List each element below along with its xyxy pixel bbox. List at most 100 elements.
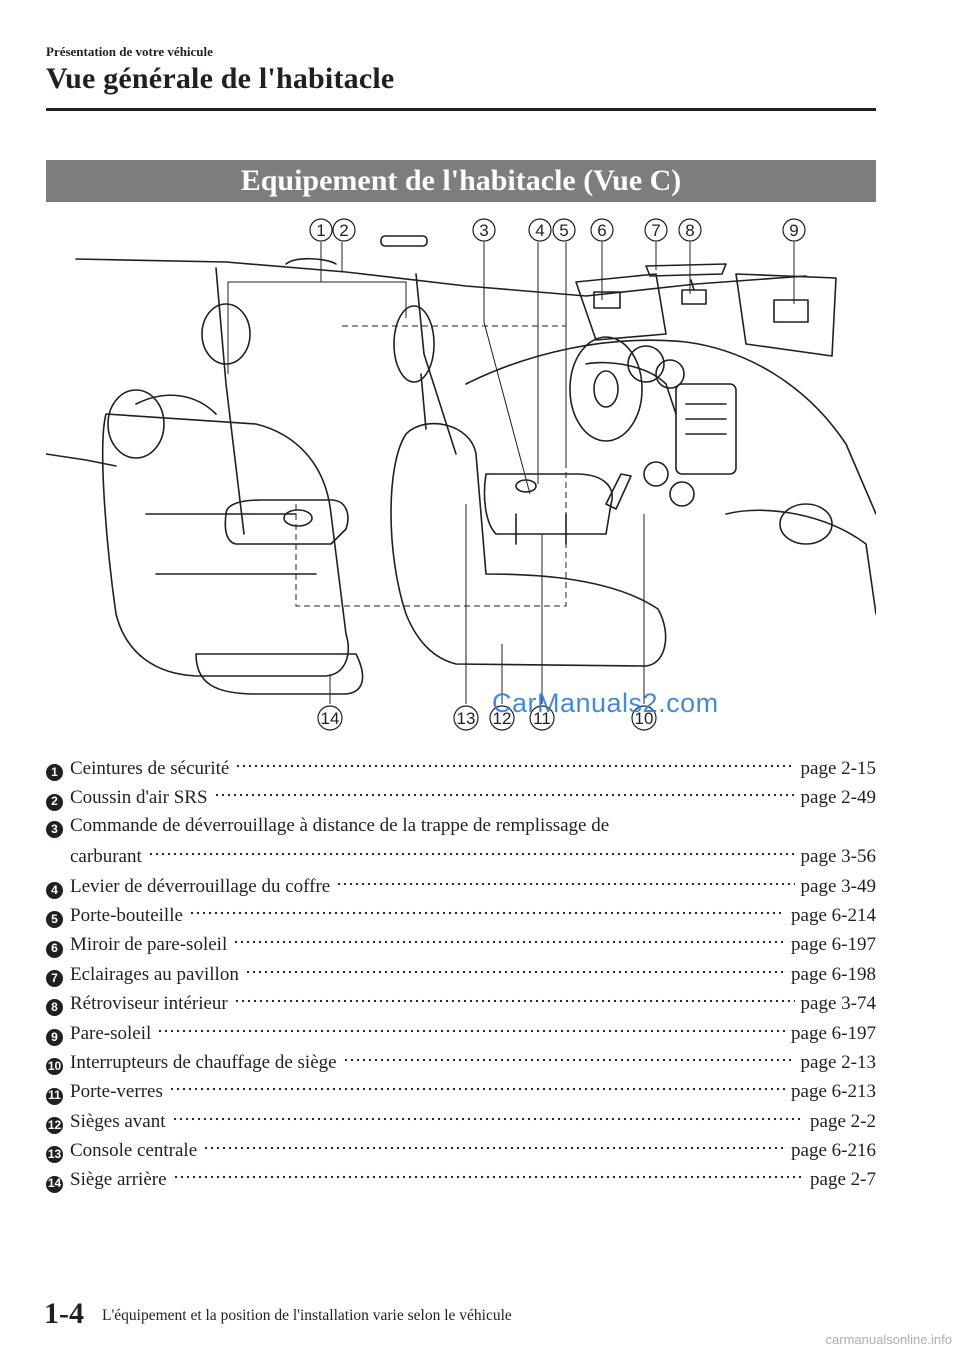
dot-leader xyxy=(168,1075,786,1098)
item-page: page 6-197 xyxy=(791,1022,876,1044)
item-number: 5 xyxy=(46,911,63,929)
list-item: 11 Porte-verres page 6-213 xyxy=(46,1075,876,1105)
callout-5: 5 xyxy=(552,218,576,242)
front-seat xyxy=(390,422,667,667)
sunvisor-left xyxy=(575,273,667,341)
dot-leader xyxy=(235,752,795,774)
callout-11: 11 xyxy=(529,705,555,731)
item-page: page 2-13 xyxy=(800,1051,876,1073)
item-number: 14 xyxy=(46,1175,63,1193)
list-item: 1 Ceintures de sécurité page 2-15 xyxy=(46,752,876,782)
item-number: 1 xyxy=(46,764,63,782)
item-label: Pare-soleil xyxy=(70,1022,152,1044)
svg-text:10: 10 xyxy=(635,709,654,728)
title-rule xyxy=(46,108,876,111)
dot-leader xyxy=(233,928,786,951)
item-label: Porte-bouteille xyxy=(70,904,183,926)
callout-8: 8 xyxy=(678,218,702,242)
item-page: page 2-49 xyxy=(800,787,876,809)
cabin-illustration: 1 2 3 4 5 6 7 8 9 14 13 12 11 10 xyxy=(46,218,876,731)
item-number: 2 xyxy=(46,793,63,811)
item-page: page 3-56 xyxy=(800,846,876,868)
item-page: page 6-198 xyxy=(791,963,876,985)
item-label: Levier de déverrouillage du coffre xyxy=(70,875,331,897)
item-label: Miroir de pare-soleil xyxy=(70,934,228,956)
footer-note: L'équipement et la position de l'install… xyxy=(102,1307,512,1324)
item-page: page 2-7 xyxy=(810,1169,876,1191)
item-number: 6 xyxy=(46,940,63,958)
dot-leader xyxy=(157,1016,786,1039)
callout-2: 2 xyxy=(332,218,356,242)
item-label: Porte-verres xyxy=(70,1081,163,1103)
list-item: 14 Siège arrière page 2-7 xyxy=(46,1163,876,1193)
callout-6: 6 xyxy=(590,218,614,242)
item-label: Siège arrière xyxy=(70,1169,167,1191)
rear-seat-back xyxy=(101,413,350,677)
item-label: Sièges avant xyxy=(70,1110,166,1132)
callout-13: 13 xyxy=(453,705,479,731)
item-number: 10 xyxy=(46,1058,63,1076)
page-title: Vue générale de l'habitacle xyxy=(46,62,395,95)
svg-text:9: 9 xyxy=(789,221,798,240)
callout-12: 12 xyxy=(489,705,515,731)
item-page: page 6-214 xyxy=(791,904,876,926)
list-item: 8 Rétroviseur intérieur page 3-74 xyxy=(46,987,876,1017)
dot-leader xyxy=(336,869,795,892)
steering-wheel xyxy=(569,336,643,442)
rearview-mirror xyxy=(681,289,707,305)
svg-text:12: 12 xyxy=(493,709,512,728)
item-number: 3 xyxy=(46,820,63,838)
section-header: Présentation de votre véhicule xyxy=(46,44,213,59)
footer-watermark: carmanualsonline.info xyxy=(825,1332,952,1347)
svg-text:14: 14 xyxy=(321,709,340,728)
page-number: 1-4 xyxy=(44,1297,84,1330)
callout-4: 4 xyxy=(528,218,552,242)
sunvisor-right xyxy=(735,273,837,357)
svg-text:7: 7 xyxy=(651,221,660,240)
callout-10: 10 xyxy=(631,705,657,731)
callouts-bottom: 14 13 12 11 10 xyxy=(317,705,657,731)
center-console xyxy=(483,473,613,535)
list-item: 4 Levier de déverrouillage du coffre page … xyxy=(46,869,876,899)
item-page: page 6-216 xyxy=(791,1140,876,1162)
dot-leader xyxy=(203,1134,786,1157)
callout-7: 7 xyxy=(644,218,668,242)
dashboard xyxy=(465,339,876,515)
list-item: 3 Commande de déverrouillage à distance d… xyxy=(46,811,876,840)
item-label: Commande de déverrouillage à distance de… xyxy=(70,814,610,836)
item-label: Interrupteurs de chauffage de siège xyxy=(70,1051,337,1073)
item-number: 8 xyxy=(46,999,63,1017)
svg-text:2: 2 xyxy=(339,221,348,240)
dot-leader xyxy=(233,987,795,1010)
item-page: page 3-49 xyxy=(800,875,876,897)
svg-text:11: 11 xyxy=(533,709,551,728)
item-label: Rétroviseur intérieur xyxy=(70,993,228,1015)
item-page: page 2-2 xyxy=(810,1110,876,1132)
item-number: 11 xyxy=(46,1087,63,1105)
rear-seat-cushion xyxy=(195,653,364,695)
dot-leader xyxy=(213,781,795,804)
item-page: page 2-15 xyxy=(800,758,876,779)
item-number: 4 xyxy=(46,881,63,899)
list-item: 10 Interrupteurs de chauffage de siège pag… xyxy=(46,1045,876,1076)
callout-14: 14 xyxy=(317,705,343,731)
item-label: carburant xyxy=(70,846,142,868)
list-item: 5 Porte-bouteille page 6-214 xyxy=(46,898,876,929)
list-item-continuation: carburant page 3-56 xyxy=(46,840,876,869)
svg-text:1: 1 xyxy=(316,221,325,240)
item-page: page 6-213 xyxy=(791,1081,876,1103)
callout-3: 3 xyxy=(472,218,496,242)
item-label: Ceintures de sécurité xyxy=(70,758,230,779)
item-number: 13 xyxy=(46,1146,63,1164)
item-page: page 3-74 xyxy=(800,993,876,1015)
dot-leader xyxy=(342,1045,795,1068)
section-banner: Equipement de l'habitacle (Vue C) xyxy=(46,160,876,202)
site-watermark: CarManuals2.com xyxy=(492,688,719,718)
item-label: Eclairages au pavillon xyxy=(70,963,239,985)
